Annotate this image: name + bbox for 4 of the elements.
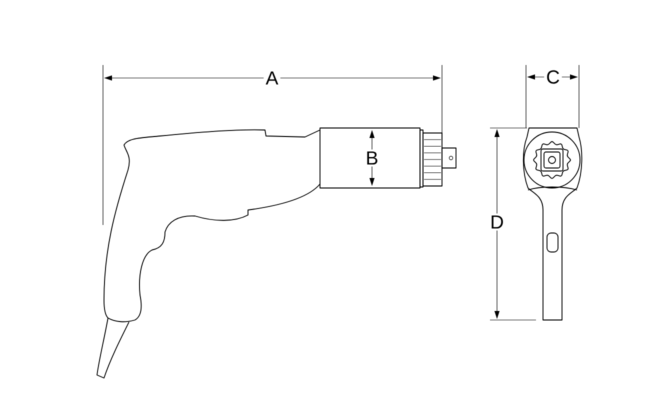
dimension-label: C	[544, 68, 562, 86]
dimension-label: A	[264, 69, 280, 87]
dimension-label: D	[488, 213, 506, 231]
dimension-label: B	[364, 149, 380, 167]
